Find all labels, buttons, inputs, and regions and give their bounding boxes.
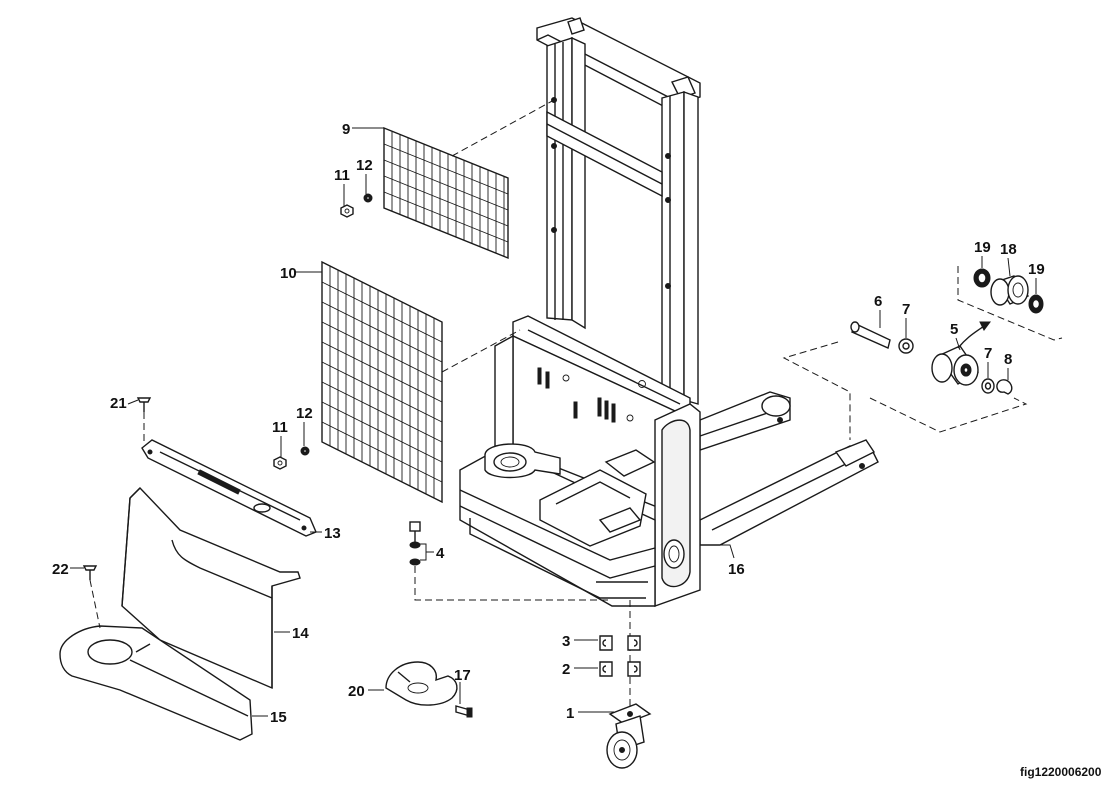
callout-7-left: 7: [902, 301, 910, 318]
callout-19-left: 19: [974, 239, 991, 256]
bracket-and-screw: [385, 661, 473, 718]
callout-10: 10: [280, 265, 297, 282]
front-cover: [121, 486, 301, 690]
callouts: 9 10 11 12 11 12 21 13 22 14 15 4 16 3 2…: [52, 121, 1102, 779]
callout-19-right: 19: [1028, 261, 1045, 278]
callout-3: 3: [562, 633, 570, 650]
callout-13: 13: [324, 525, 341, 542]
callout-9: 9: [342, 121, 350, 138]
chassis: [459, 315, 701, 607]
bearing-set: [957, 266, 1063, 341]
callout-8: 8: [1004, 351, 1012, 368]
lower-mesh-screen: [321, 260, 521, 504]
callout-17: 17: [454, 667, 471, 684]
callout-1: 1: [566, 705, 574, 722]
callout-6: 6: [874, 293, 882, 310]
callout-12-upper: 12: [356, 157, 373, 174]
callout-7-right: 7: [984, 345, 992, 362]
callout-18: 18: [1000, 241, 1017, 258]
callout-15: 15: [270, 709, 287, 726]
callout-4: 4: [436, 545, 445, 562]
callout-21: 21: [110, 395, 127, 412]
callout-11-lower: 11: [272, 419, 288, 436]
callout-11-upper: 11: [334, 167, 350, 184]
nuts-and-washers: [273, 193, 373, 470]
mast: [536, 17, 701, 405]
load-wheel-assembly: [782, 321, 1028, 440]
callout-22: 22: [52, 561, 69, 578]
callout-5: 5: [950, 321, 958, 338]
callout-16: 16: [728, 561, 745, 578]
fork-legs: [699, 391, 879, 546]
figure-id: fig1220006200: [1020, 765, 1102, 779]
callout-20: 20: [348, 683, 365, 700]
cover-screws: [82, 397, 152, 629]
bolt-with-washers: [409, 521, 610, 601]
upper-mesh-screen: [383, 99, 555, 260]
leader-lines: [70, 127, 1037, 717]
callout-12-lower: 12: [296, 405, 313, 422]
callout-14: 14: [292, 625, 309, 642]
floor-plate: [59, 625, 253, 741]
caster-assembly: [599, 600, 652, 769]
callout-2: 2: [562, 661, 570, 678]
